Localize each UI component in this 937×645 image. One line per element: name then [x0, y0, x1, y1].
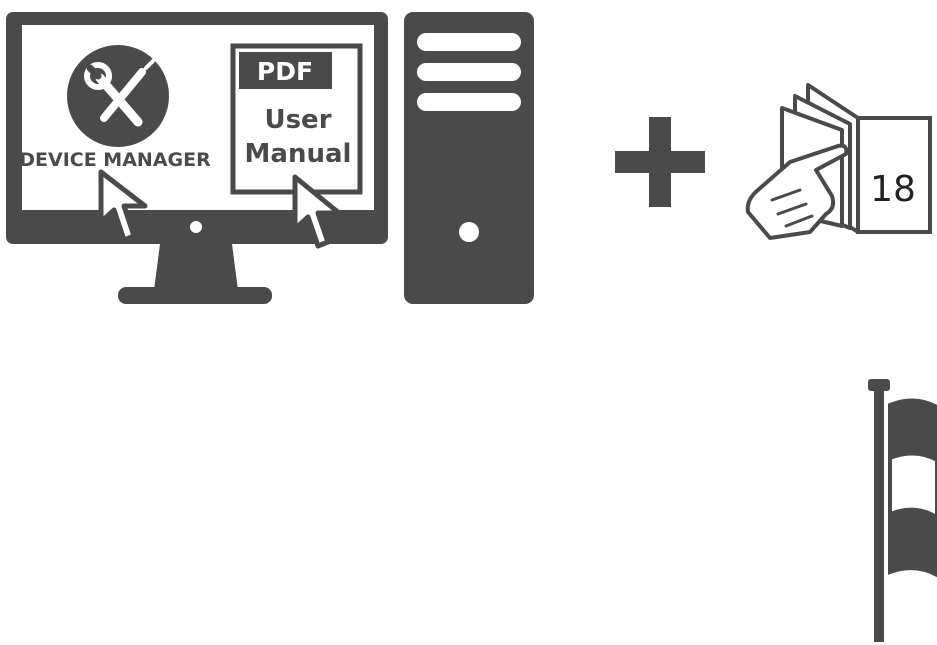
wrench-screwdriver-icon [84, 58, 156, 127]
plus-icon [615, 117, 705, 207]
device-manager-app [67, 45, 169, 147]
manual-title-line2: Manual [245, 139, 352, 169]
pdf-label: PDF [257, 57, 313, 86]
manual-title-line1: User [264, 105, 331, 135]
pdf-user-manual [230, 43, 363, 195]
device-manager-label: DEVICE MANAGER [19, 149, 211, 171]
hand-flipping-book-icon [745, 83, 932, 240]
book-page-number: 18 [870, 169, 916, 210]
mouse-pointer-icon [292, 174, 342, 249]
computer-tower-icon [404, 12, 534, 304]
flag-icon [868, 379, 937, 642]
mouse-pointer-icon [98, 169, 148, 243]
